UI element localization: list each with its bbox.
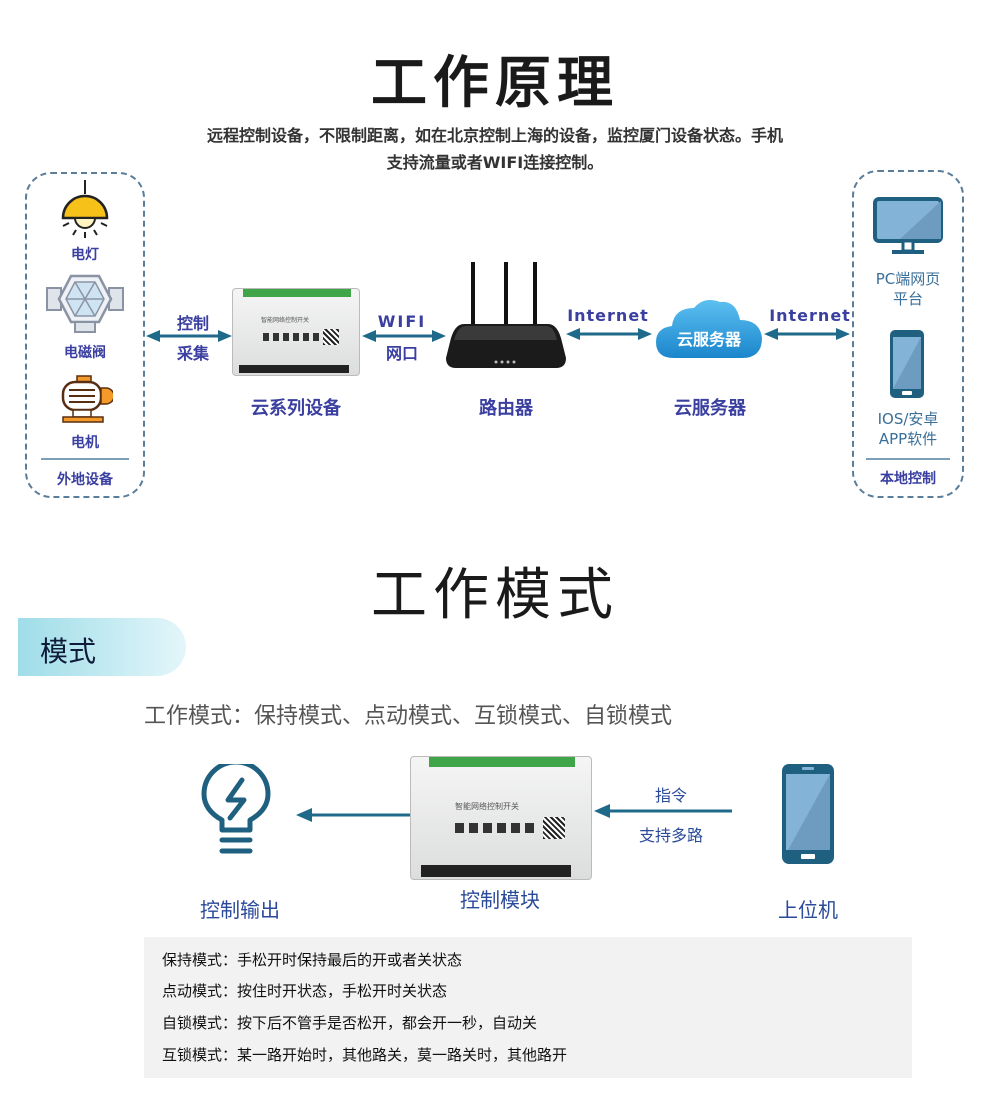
principle-description-line2: 支持流量或者WIFI连接控制。	[386, 153, 604, 172]
terminal-block-bottom	[239, 365, 349, 373]
local-divider	[866, 458, 950, 460]
remote-devices-box: 电灯 电磁阀 电机 外地设备	[25, 172, 145, 498]
monitor-icon	[873, 197, 943, 254]
link-ethernet-label: 网口	[385, 344, 418, 363]
local-item-label-pc-line2: 平台	[892, 290, 923, 308]
arrow-left-icon	[594, 804, 732, 818]
output-label: 控制输出	[200, 898, 280, 922]
mode-description-hold: 保持模式：手松开时保持最后的开或者关状态	[162, 951, 463, 969]
bidirectional-arrow-icon	[566, 328, 652, 340]
multi-channel-label: 支持多路	[638, 826, 703, 845]
mode-tab-label: 模式	[40, 635, 97, 668]
control-module-label: 控制模块	[460, 888, 540, 912]
bidirectional-arrow-icon	[146, 330, 232, 342]
mode-tab: 模式	[18, 618, 186, 676]
mode-descriptions-panel: 保持模式：手松开时保持最后的开或者关状态 点动模式：按住时开状态，手松开时关状态…	[144, 937, 912, 1078]
cloud-inner-label: 云服务器	[676, 330, 741, 349]
remote-devices-footer: 外地设备	[57, 472, 113, 488]
section-title-working-principle: 工作原理	[371, 51, 619, 116]
cloud-series-device-image: 智能网络控制开关	[232, 288, 360, 376]
terminal-block	[429, 757, 575, 767]
link-internet-label-2: Internet	[769, 306, 851, 325]
host-smartphone-icon	[782, 764, 834, 864]
remote-device-label-valve: 电磁阀	[64, 345, 106, 361]
qr-code-icon	[543, 817, 565, 839]
pendant-lamp-icon	[61, 180, 109, 238]
control-module-image: 智能网络控制开关	[410, 756, 592, 880]
bidirectional-arrow-icon	[362, 330, 446, 342]
link-internet-label-1: Internet	[567, 306, 649, 325]
solenoid-valve-icon	[46, 274, 124, 333]
terminal-block	[243, 289, 351, 297]
mode-description-interlock: 互锁模式：某一路开始时，其他路关，莫一路关时，其他路开	[162, 1046, 568, 1064]
local-item-label-app-line1: IOS/安卓	[877, 410, 939, 428]
local-item-label-pc-line1: PC端网页	[875, 270, 941, 288]
remote-divider	[41, 458, 129, 460]
module-buttons	[455, 823, 539, 833]
cloud-device-label: 云系列设备	[251, 398, 341, 419]
link-collect-label: 采集	[176, 344, 209, 363]
mode-description-momentary: 点动模式：按住时开状态，手松开时关状态	[162, 982, 448, 1000]
host-label: 上位机	[778, 898, 838, 922]
command-label: 指令	[654, 786, 687, 805]
device-panel-title: 智能网络控制开关	[261, 317, 310, 324]
module-panel-title: 智能网络控制开关	[455, 802, 519, 811]
principle-description-line1: 远程控制设备，不限制距离，如在北京控制上海的设备，监控厦门设备状态。手机	[206, 126, 783, 145]
lightbulb-bolt-icon	[201, 764, 271, 854]
router-label: 路由器	[479, 398, 533, 419]
modes-summary: 工作模式：保持模式、点动模式、互锁模式、自锁模式	[144, 704, 673, 729]
link-wifi-label: WIFI	[377, 312, 427, 331]
router-icon	[446, 262, 566, 368]
bidirectional-arrow-icon	[764, 328, 850, 340]
smartphone-icon	[890, 330, 924, 398]
arrow-left-icon	[296, 808, 410, 822]
local-control-footer: 本地控制	[880, 471, 936, 487]
local-control-box: PC端网页 平台 IOS/安卓 APP软件 本地控制	[852, 170, 964, 498]
device-buttons	[263, 333, 319, 341]
remote-device-label-motor: 电机	[71, 435, 99, 451]
local-item-label-app-line2: APP软件	[878, 430, 938, 448]
mode-description-self-lock: 自锁模式：按下后不管手是否松开，都会开一秒，自动关	[162, 1014, 538, 1032]
remote-device-label-lamp: 电灯	[71, 247, 99, 263]
qr-code-icon	[323, 329, 339, 345]
section-title-working-mode: 工作模式	[371, 563, 619, 628]
terminal-block-bottom	[421, 865, 571, 877]
link-control-label: 控制	[176, 314, 209, 333]
cloud-server-label: 云服务器	[674, 398, 746, 419]
motor-icon	[61, 375, 113, 423]
cloud-icon	[656, 300, 762, 358]
